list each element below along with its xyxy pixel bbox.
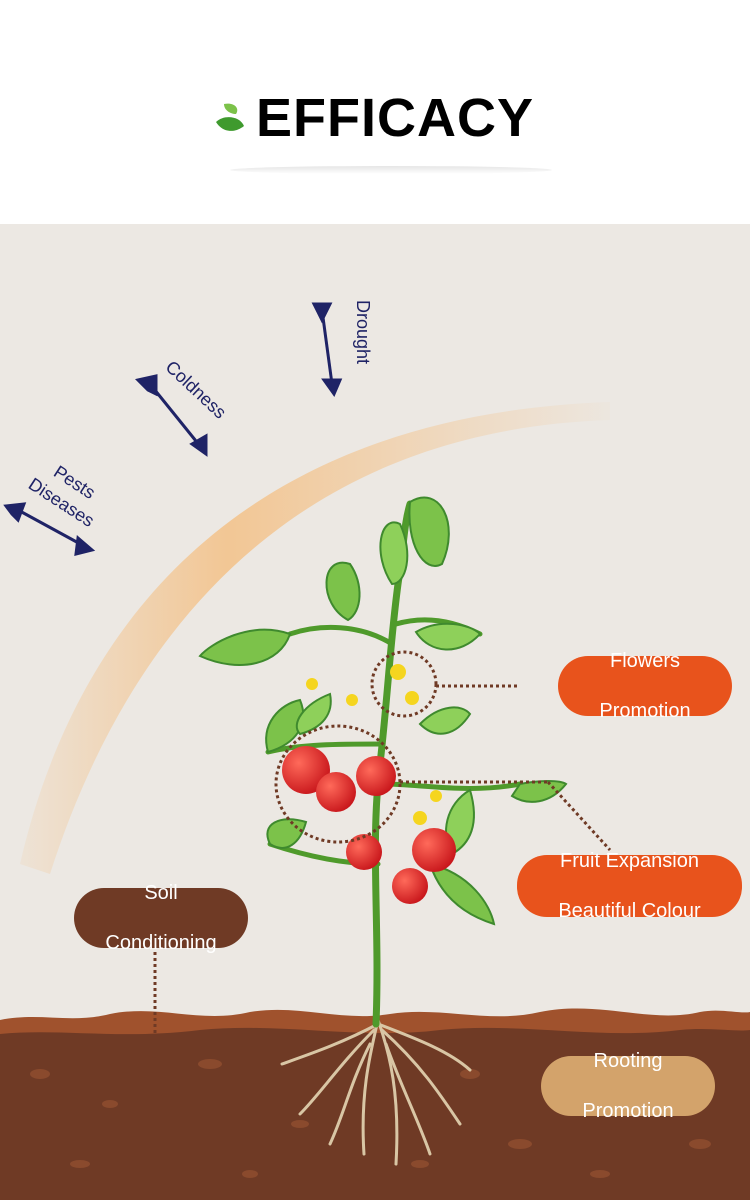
plant-roots [280, 1018, 472, 1166]
flowers-label-line2: Promotion [599, 699, 691, 722]
leaf-icon [216, 103, 244, 131]
protection-arc [20, 402, 610, 874]
soil-conditioning-badge: Soil Conditioning [74, 882, 248, 954]
callout-connectors [153, 650, 612, 1114]
soil-label-line2: Conditioning [105, 931, 217, 954]
title-underline-shadow [230, 166, 552, 174]
plant-scene: Drought Coldness Pests Diseases Flowers … [0, 224, 750, 1200]
header: EFFICACY [0, 0, 750, 224]
soil-label-line1: Soil [144, 881, 178, 904]
root-label-line2: Promotion [582, 1099, 674, 1122]
root-label-line1: Rooting [593, 1049, 663, 1072]
flowers-label-line1: Flowers [609, 649, 680, 672]
pests-diseases-arrow [3, 502, 96, 556]
fruit-label-line2: Beautiful Colour [558, 899, 701, 922]
plant-branches [265, 617, 523, 867]
page-title: EFFICACY [256, 88, 534, 148]
plant-flowers [306, 664, 442, 825]
fruit-label-line1: Fruit Expansion [560, 849, 699, 872]
coldness-arrow [135, 374, 208, 457]
stress-label-drought: Drought [353, 300, 373, 365]
rooting-promotion-badge: Rooting Promotion [541, 1050, 715, 1122]
tomatoes [282, 746, 456, 904]
fruit-expansion-badge: Fruit Expansion Beautiful Colour [517, 850, 742, 922]
flowers-promotion-badge: Flowers Promotion [558, 650, 732, 722]
drought-arrow [311, 302, 343, 398]
